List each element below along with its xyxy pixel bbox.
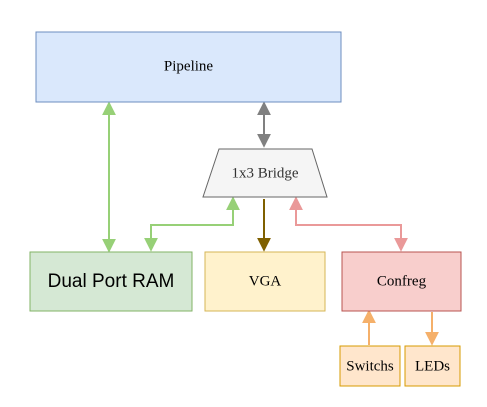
leds-node: LEDs [404,345,461,387]
vga-node: VGA [204,251,326,312]
leds-label: LEDs [415,358,450,374]
ram-node: Dual Port RAM [29,251,193,312]
bridge-shape [202,148,328,198]
confreg-node: Confreg [341,251,462,312]
ram-label: Dual Port RAM [48,271,175,292]
edge-bridge-confreg [289,196,408,252]
bridge-label: 1x3 Bridge [231,165,298,181]
leds-box [404,345,461,387]
switches-box [339,345,401,387]
confreg-label: Confreg [377,273,427,289]
confreg-box [341,251,462,312]
vga-label: VGA [249,273,282,289]
switches-node: Switchs [339,345,401,387]
switches-label: Switchs [346,358,394,374]
edge-bridge-ram [144,196,240,252]
pipeline-node: Pipeline [35,31,342,103]
bridge-node: 1x3 Bridge [202,148,328,198]
ram-box [29,251,193,312]
pipeline-box [35,31,342,103]
vga-box [204,251,326,312]
pipeline-label: Pipeline [164,58,214,74]
